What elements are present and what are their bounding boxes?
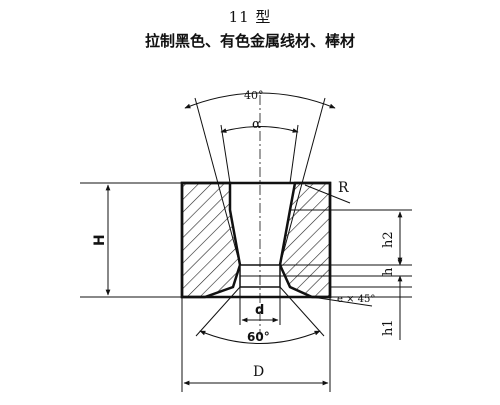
exit-angle-label: 60°	[247, 330, 270, 344]
outer-diameter-label: D	[253, 364, 264, 380]
entry-cone-left-line	[194, 97, 241, 266]
chamfer-leader	[311, 296, 373, 307]
entry-angle-arc	[184, 92, 336, 109]
diagram-title: 11 型	[228, 8, 272, 26]
alpha-arc	[220, 126, 299, 133]
exit-cone-right-line	[279, 286, 325, 337]
entry-angle-label: 40°	[244, 89, 264, 102]
radius-leader	[304, 184, 351, 204]
alpha-left-line	[220, 124, 231, 184]
exit-cone-left-line	[195, 286, 241, 337]
die-left-section	[180, 181, 242, 299]
diagram-subtitle: 拉制黑色、有色金属线材、棒材	[144, 32, 355, 50]
alpha-right-line	[289, 124, 299, 184]
h1-label: h1	[381, 319, 396, 336]
bore-label: d	[255, 303, 264, 318]
exit-angle-arc	[199, 330, 321, 344]
h-label: h	[381, 267, 396, 276]
h2-label: h2	[381, 231, 396, 248]
height-label: H	[92, 234, 108, 246]
alpha-label: α	[252, 117, 261, 132]
entry-cone-right-line	[279, 97, 326, 266]
radius-label: R	[338, 180, 349, 196]
chamfer-label: e × 45°	[337, 294, 375, 305]
die-right-section	[278, 181, 332, 299]
die-outline	[180, 181, 332, 299]
